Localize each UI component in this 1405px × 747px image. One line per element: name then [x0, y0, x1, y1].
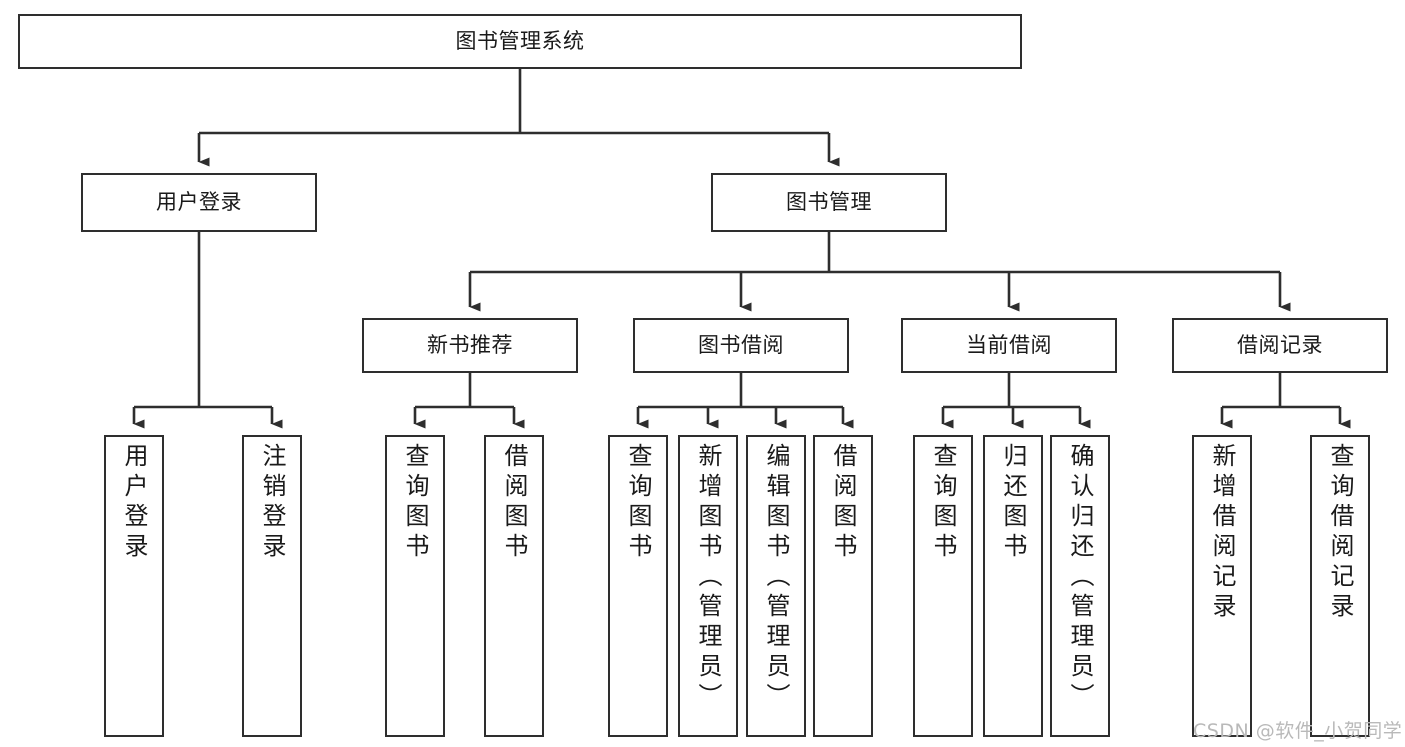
node-leaf-add-book-admin-label: 新增图书（管理员）: [694, 443, 722, 713]
node-leaf-query-book-current[interactable]: 查询图书: [913, 435, 973, 737]
node-book-management-label: 图书管理: [786, 190, 872, 215]
node-leaf-logout-label: 注销登录: [258, 443, 286, 563]
node-leaf-query-book-recommend-label: 查询图书: [401, 443, 429, 563]
node-current-borrow-label: 当前借阅: [966, 333, 1052, 358]
node-current-borrow[interactable]: 当前借阅: [901, 318, 1117, 373]
node-leaf-return-book-label: 归还图书: [999, 443, 1027, 563]
node-leaf-query-book-recommend[interactable]: 查询图书: [385, 435, 445, 737]
node-leaf-query-book-borrow-label: 查询图书: [624, 443, 652, 563]
node-leaf-edit-book-admin-label: 编辑图书（管理员）: [762, 443, 790, 713]
node-leaf-borrow-book[interactable]: 借阅图书: [813, 435, 873, 737]
node-new-book-recommend[interactable]: 新书推荐: [362, 318, 578, 373]
node-leaf-return-book[interactable]: 归还图书: [983, 435, 1043, 737]
node-leaf-user-login-label: 用户登录: [120, 443, 148, 563]
node-leaf-borrow-book-recommend[interactable]: 借阅图书: [484, 435, 544, 737]
node-leaf-query-borrow-record[interactable]: 查询借阅记录: [1310, 435, 1370, 737]
node-leaf-query-book-borrow[interactable]: 查询图书: [608, 435, 668, 737]
node-leaf-add-book-admin[interactable]: 新增图书（管理员）: [678, 435, 738, 737]
node-leaf-borrow-book-label: 借阅图书: [829, 443, 857, 563]
node-leaf-confirm-return-admin-label: 确认归还（管理员）: [1066, 443, 1094, 713]
node-leaf-add-borrow-record-label: 新增借阅记录: [1208, 443, 1236, 623]
node-leaf-edit-book-admin[interactable]: 编辑图书（管理员）: [746, 435, 806, 737]
node-user-login[interactable]: 用户登录: [81, 173, 317, 232]
node-new-book-recommend-label: 新书推荐: [427, 333, 513, 358]
node-borrow-record-label: 借阅记录: [1237, 333, 1323, 358]
node-user-login-label: 用户登录: [156, 190, 242, 215]
node-book-management[interactable]: 图书管理: [711, 173, 947, 232]
node-leaf-query-borrow-record-label: 查询借阅记录: [1326, 443, 1354, 623]
node-leaf-query-book-current-label: 查询图书: [929, 443, 957, 563]
node-leaf-user-login[interactable]: 用户登录: [104, 435, 164, 737]
node-leaf-logout[interactable]: 注销登录: [242, 435, 302, 737]
node-book-borrow[interactable]: 图书借阅: [633, 318, 849, 373]
node-root[interactable]: 图书管理系统: [18, 14, 1022, 69]
node-leaf-borrow-book-recommend-label: 借阅图书: [500, 443, 528, 563]
node-leaf-add-borrow-record[interactable]: 新增借阅记录: [1192, 435, 1252, 737]
node-book-borrow-label: 图书借阅: [698, 333, 784, 358]
csdn-watermark: CSDN @软件_小贺同学: [1193, 720, 1403, 742]
node-leaf-confirm-return-admin[interactable]: 确认归还（管理员）: [1050, 435, 1110, 737]
node-borrow-record[interactable]: 借阅记录: [1172, 318, 1388, 373]
node-root-label: 图书管理系统: [455, 29, 585, 54]
